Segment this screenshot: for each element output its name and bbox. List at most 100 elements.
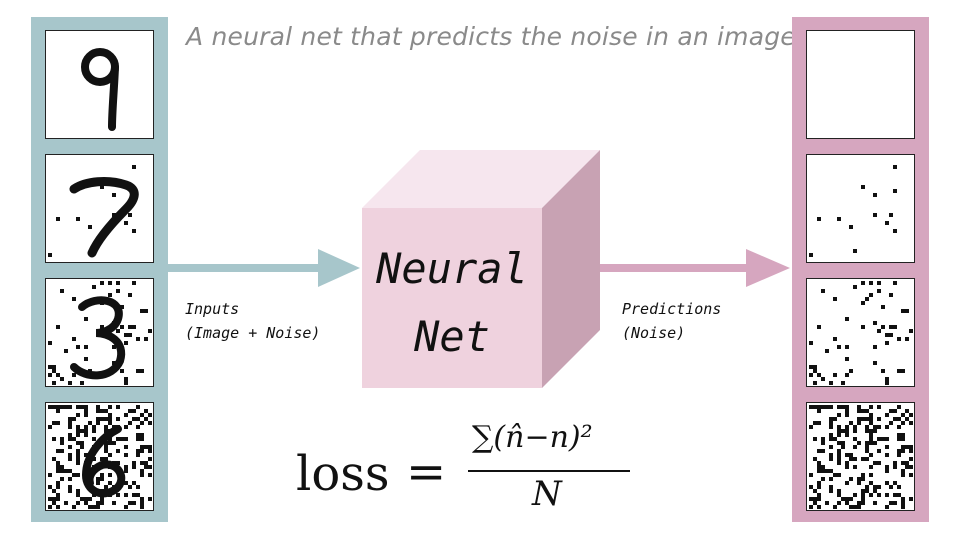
noise-pixel [897,493,901,497]
noise-pixel [877,485,881,489]
noise-pixel [108,481,112,485]
noise-pixel [817,373,821,377]
noise-pixel [901,421,905,425]
noise-pixel [108,281,112,285]
noise-pixel [885,425,889,429]
noise-pixel [112,425,116,429]
noise-pixel [136,433,140,437]
noise-pixel [68,437,72,441]
noise-pixel [52,457,56,461]
noise-pixel [865,457,869,461]
noise-pixel [104,449,108,453]
noise-pixel [809,341,813,345]
noise-pixel [837,425,841,429]
noise-pixel [112,193,116,197]
noise-pixel [897,485,901,489]
noise-pixel [829,421,833,425]
noise-pixel [837,501,841,505]
noise-pixel [76,413,80,417]
noise-pixel [104,429,108,433]
noise-pixel [48,485,52,489]
noise-pixel [100,417,104,421]
noise-pixel [869,493,873,497]
noise-pixel [148,329,152,333]
noise-pixel [132,409,136,413]
noise-pixel [837,429,841,433]
noise-pixel [845,429,849,433]
noise-pixel [108,473,112,477]
noise-pixel [861,493,865,497]
noise-pixel [813,501,817,505]
noise-pixel [837,453,841,457]
noise-pixel [857,505,861,509]
noise-pixel [869,437,873,441]
noise-pixel [837,441,841,445]
noise-pixel [56,409,60,413]
noise-pixel [833,297,837,301]
noise-pixel [104,441,108,445]
noise-pixel [56,469,60,473]
noise-pixel [52,501,56,505]
noise-pixel [813,405,817,409]
noise-pixel [869,433,873,437]
noise-pixel [821,289,825,293]
noise-pixel [72,417,76,421]
noise-pixel [829,405,833,409]
noise-pixel [841,497,845,501]
noise-pixel [100,493,104,497]
noise-pixel [865,429,869,433]
noise-pixel [909,457,913,461]
noise-pixel [128,421,132,425]
noise-pixel [905,337,909,341]
noise-pixel [889,421,893,425]
noise-pixel [893,189,897,193]
noise-pixel [893,481,897,485]
noise-pixel [885,505,889,509]
noise-pixel [88,505,92,509]
noise-pixel [60,477,64,481]
noise-pixel [136,405,140,409]
noise-pixel [84,425,88,429]
noise-pixel [897,453,901,457]
noise-pixel [80,429,84,433]
noise-pixel [877,417,881,421]
formula-numerator: ∑(n̂−n)² [472,420,593,455]
noise-pixel [56,461,60,465]
noise-pixel [897,405,901,409]
noise-pixel [825,501,829,505]
noise-pixel [885,453,889,457]
noise-pixel [136,453,140,457]
noise-pixel [909,449,913,453]
noise-pixel [84,497,88,501]
noise-pixel [148,445,152,449]
noise-pixel [817,485,821,489]
noise-pixel [140,437,144,441]
noise-pixel [821,441,825,445]
noise-pixel [128,325,132,329]
noise-pixel [885,341,889,345]
noise-pixel [84,429,88,433]
predictions-sublabel: (Noise) [622,324,686,342]
noise-pixel [845,461,849,465]
noise-pixel [861,281,865,285]
noise-pixel [140,369,144,373]
noise-pixel [897,425,901,429]
noise-pixel [56,217,60,221]
noise-pixel [817,469,821,473]
noise-pixel [845,345,849,349]
noise-pixel [841,381,845,385]
noise-pixel [865,417,869,421]
noise-pixel [885,413,889,417]
noise-pixel [124,469,128,473]
noise-pixel [124,341,128,345]
noise-pixel [889,485,893,489]
noise-pixel [100,301,104,305]
noise-pixel [817,421,821,425]
noise-pixel [108,417,112,421]
noise-pixel [817,493,821,497]
noise-pixel [897,433,901,437]
noise-pixel [869,293,873,297]
noise-pixel [132,501,136,505]
noise-pixel [104,425,108,429]
noise-pixel [140,473,144,477]
